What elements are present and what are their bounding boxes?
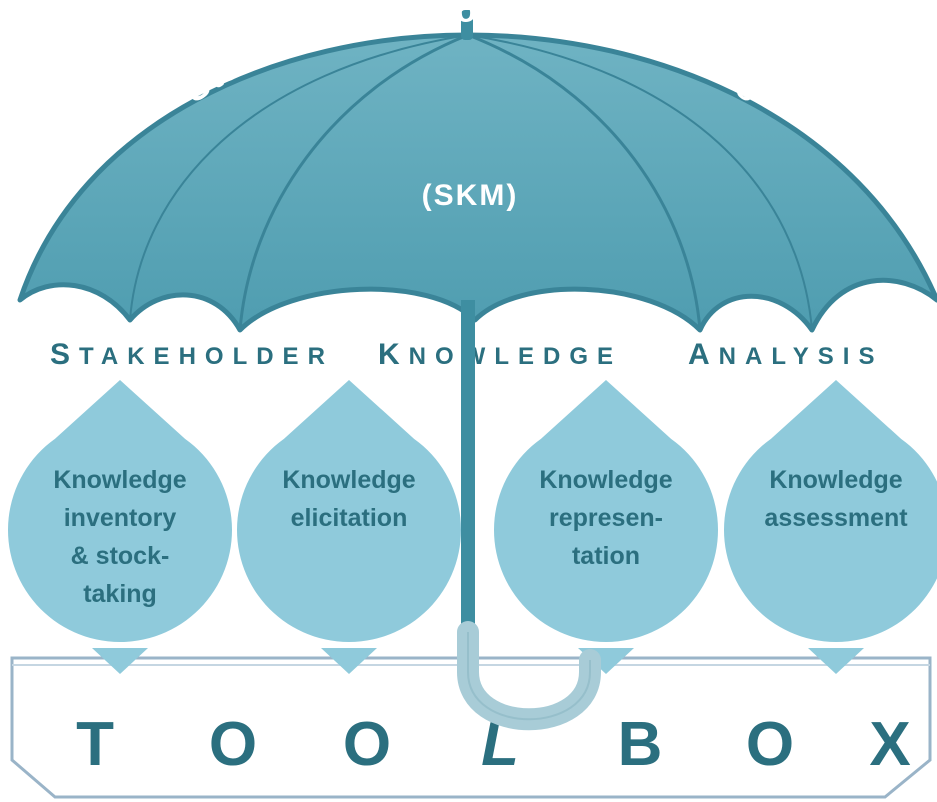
canopy-rib xyxy=(467,34,813,331)
umbrella-shaft xyxy=(461,300,475,640)
umbrella-abbreviation: (SKM) xyxy=(422,179,519,212)
drop-text-line: inventory xyxy=(64,504,177,532)
analysis-initial-letter: A xyxy=(688,338,719,371)
analysis-word-knowledge: Knowledge xyxy=(378,338,622,371)
analysis-initial-letter: K xyxy=(378,338,409,371)
analysis-rest-letters: takeholder xyxy=(79,343,334,370)
drop-shape xyxy=(494,380,718,642)
drop-text-line: assessment xyxy=(764,504,908,532)
umbrella-handle-edge xyxy=(467,632,591,721)
knowledge-drop: Knowledge inventory & stock-taking xyxy=(8,380,233,642)
drop-text-line: & stock- xyxy=(71,542,170,570)
drop-text-line: tation xyxy=(572,542,640,570)
analysis-initial-letter: S xyxy=(50,338,79,371)
analysis-word-analysis: Analysis xyxy=(688,338,883,371)
toolbox-letter: O xyxy=(746,710,794,779)
drop-shape xyxy=(8,380,233,642)
umbrella-tip xyxy=(461,10,473,40)
drop-text-line: Knowledge xyxy=(539,466,672,494)
umbrella-canopy xyxy=(17,32,937,333)
drop-shape xyxy=(237,380,462,643)
knowledge-drop: Knowledge elicitation xyxy=(237,380,462,643)
knowledge-drop: Knowledge assessment xyxy=(724,380,937,642)
drop-text-line: Knowledge xyxy=(282,466,415,494)
drop-text-line: Knowledge xyxy=(53,466,186,494)
analysis-word-stakeholder: Stakeholder xyxy=(50,338,334,371)
knowledge-drop: Knowledge represen-tation xyxy=(494,380,718,642)
canopy-rib xyxy=(238,33,469,331)
analysis-rest-letters: nowledge xyxy=(409,343,622,370)
drop-pointer xyxy=(321,648,377,674)
canopy-rib xyxy=(467,33,702,331)
analysis-row: Stakeholder Knowledge Analysis xyxy=(50,338,883,371)
toolbox-letter: O xyxy=(343,710,391,779)
canopy-shape xyxy=(17,32,937,333)
toolbox-letter: X xyxy=(869,710,910,779)
drop-text-line: elicitation xyxy=(291,504,408,532)
drop-text-line: represen- xyxy=(549,504,663,532)
drop-shape xyxy=(724,380,937,642)
toolbox-letter: O xyxy=(209,710,257,779)
canopy-rib xyxy=(129,34,469,321)
toolbox-outline xyxy=(10,656,932,799)
drop-pointer xyxy=(808,648,864,674)
drop-pointer xyxy=(92,648,148,674)
drop-text-line: Knowledge xyxy=(769,466,902,494)
drop-text-line: taking xyxy=(83,580,157,608)
toolbox-letter: T xyxy=(76,710,114,779)
toolbox-letter: B xyxy=(618,710,663,779)
analysis-rest-letters: nalysis xyxy=(719,343,884,370)
